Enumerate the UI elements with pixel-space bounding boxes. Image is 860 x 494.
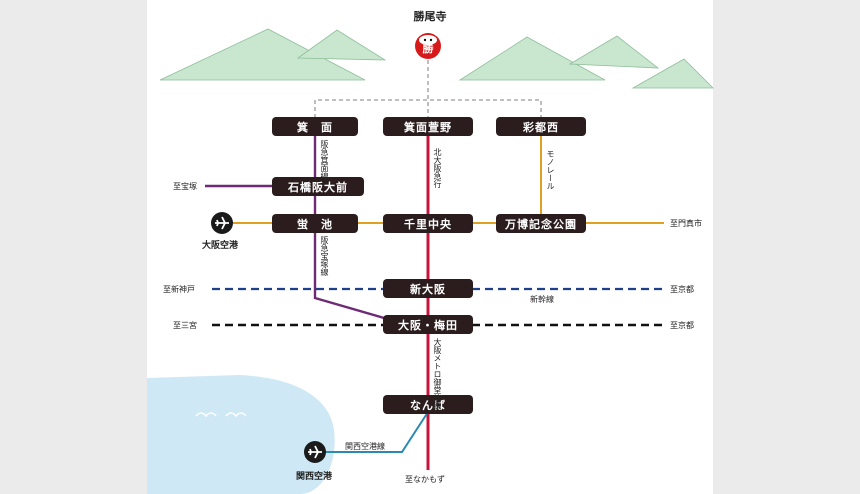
label-monorail: モノレール: [546, 150, 555, 190]
station-hotarugaike[interactable]: 蛍 池: [272, 214, 358, 233]
bird-icon: [195, 412, 217, 418]
station-saito-nishi[interactable]: 彩都西: [496, 117, 586, 136]
dest-kadoma: 至門真市: [670, 219, 702, 228]
mountain-icon: [296, 29, 387, 61]
label-shinkansen: 新幹線: [530, 295, 554, 304]
mountain-icon: [631, 58, 714, 89]
mountain-icon: [568, 35, 660, 69]
temple-access-line: [314, 60, 542, 118]
station-mino[interactable]: 箕 面: [272, 117, 358, 136]
temple-name: 勝尾寺: [413, 10, 447, 23]
station-banpaku[interactable]: 万博記念公園: [496, 214, 586, 233]
monorail-line: [230, 127, 664, 224]
label-kita-osaka: 北大阪急行: [433, 148, 442, 188]
dest-nakamozu: 至なかもず: [405, 475, 445, 484]
dest-kyoto-jr: 至京都: [670, 321, 694, 330]
dest-kyoto-shinkansen: 至京都: [670, 285, 694, 294]
kansai-airport-line: [325, 411, 429, 453]
label-kansai-airport-line: 関西空港線: [345, 442, 385, 451]
label-hankyu-mino: 阪急箕面線: [320, 140, 329, 180]
daruma-icon: [415, 33, 441, 59]
station-namba[interactable]: なんば: [383, 395, 473, 414]
dest-takarazuka: 至宝塚: [173, 182, 197, 191]
airplane-icon: [304, 441, 326, 463]
airport-itami-label: 大阪空港: [202, 241, 239, 251]
station-ishibashi[interactable]: 石橋阪大前: [272, 177, 364, 196]
label-midosuji: 大阪メトロ御堂筋線: [433, 338, 442, 410]
sea-area: [147, 375, 335, 494]
bird-icon: [225, 412, 247, 418]
station-shin-osaka[interactable]: 新大阪: [383, 279, 473, 298]
station-minoh-kayano[interactable]: 箕面萱野: [383, 117, 473, 136]
dest-sannomiya: 至三宮: [173, 321, 197, 330]
dest-shinkobe: 至新神戸: [163, 285, 195, 294]
airport-kansai-label: 関西空港: [296, 472, 333, 482]
airplane-icon: [211, 212, 233, 234]
daruma-character: 勝: [422, 42, 434, 55]
label-hankyu-takarazuka: 阪急宝塚線: [320, 236, 329, 276]
station-osaka-umeda[interactable]: 大阪・梅田: [383, 315, 473, 334]
mountain-icon: [458, 36, 606, 81]
station-senri-chuo[interactable]: 千里中央: [383, 214, 473, 233]
